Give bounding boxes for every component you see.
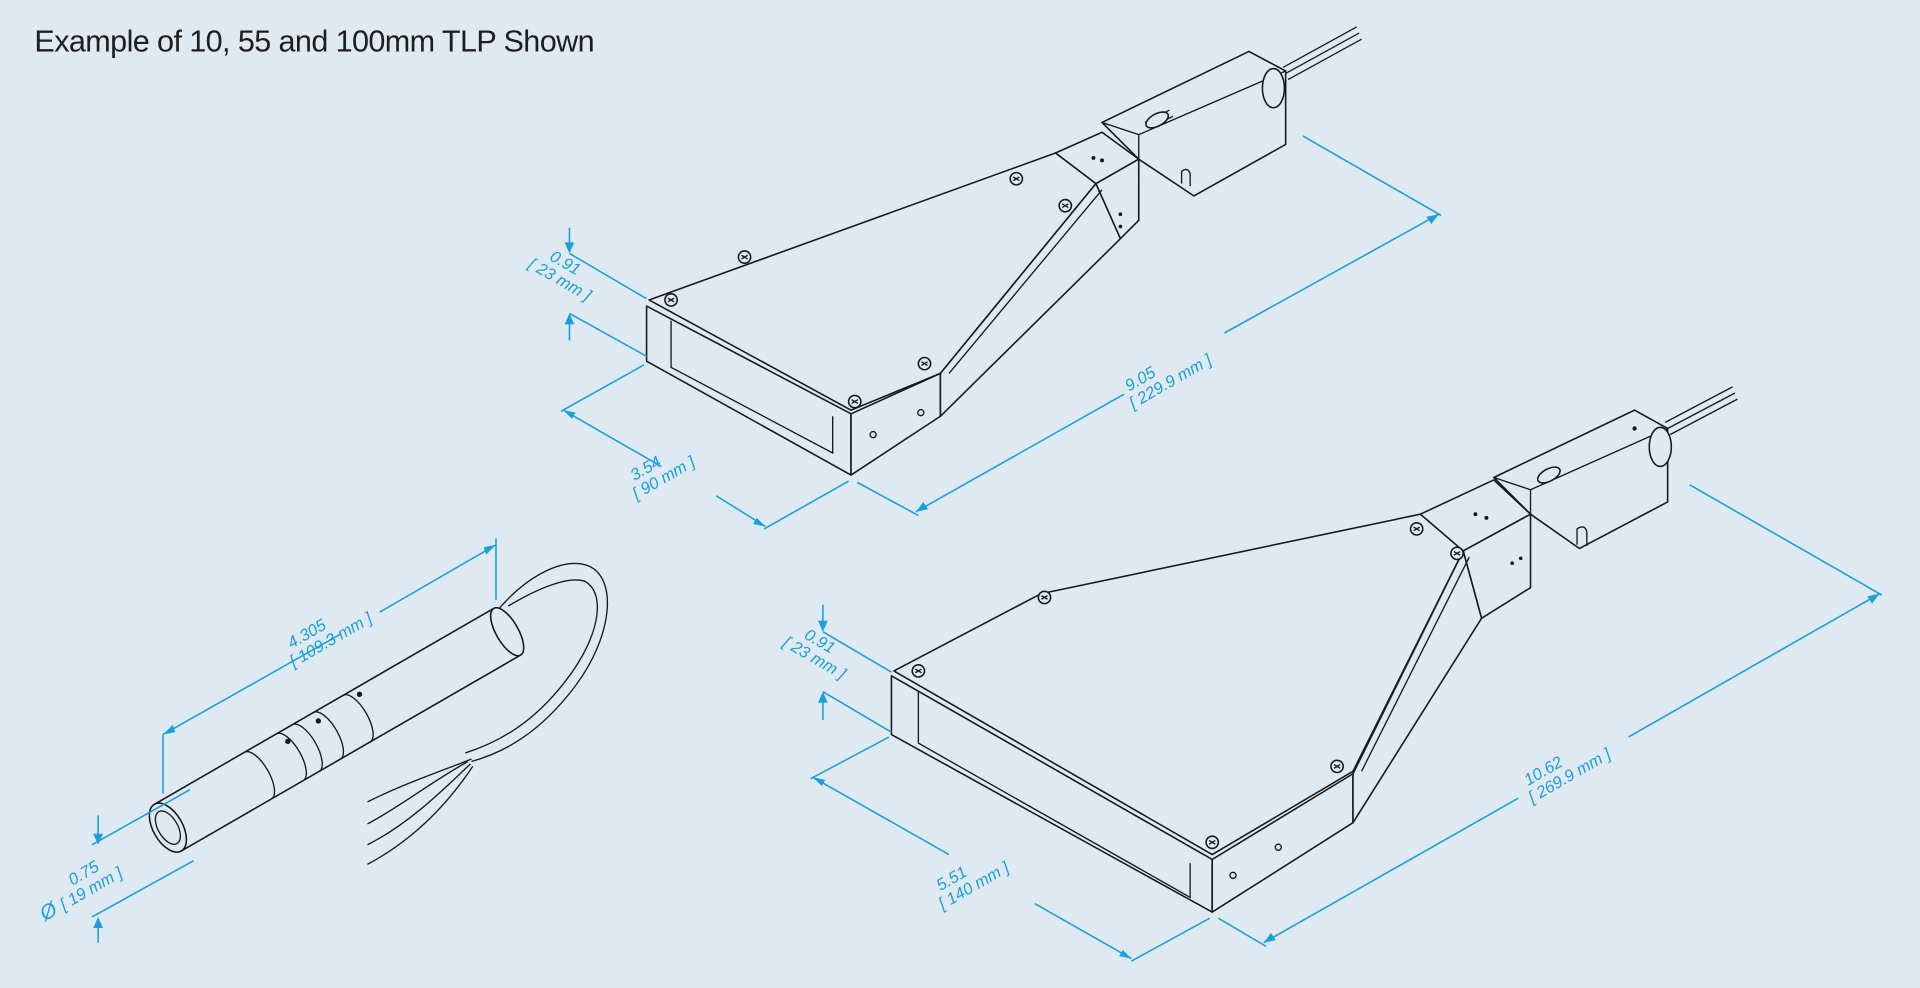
bottom-plate-face <box>893 513 1464 856</box>
top-tlp-device <box>645 26 1362 476</box>
dimension-bottom-height: 0.91 [ 23 mm ] <box>779 604 892 733</box>
cylinder-tlp-device <box>148 562 608 865</box>
bottom-cable <box>1664 386 1738 436</box>
cylinder-wires <box>367 758 474 865</box>
top-cable <box>1282 26 1362 81</box>
dimension-top-height: 0.91 [ 23 mm ] <box>524 227 647 357</box>
diagram-title: Example of 10, 55 and 100mm TLP Shown <box>34 24 594 58</box>
cylinder-cable-loop <box>471 562 608 763</box>
bottom-tlp-device <box>890 386 1738 913</box>
